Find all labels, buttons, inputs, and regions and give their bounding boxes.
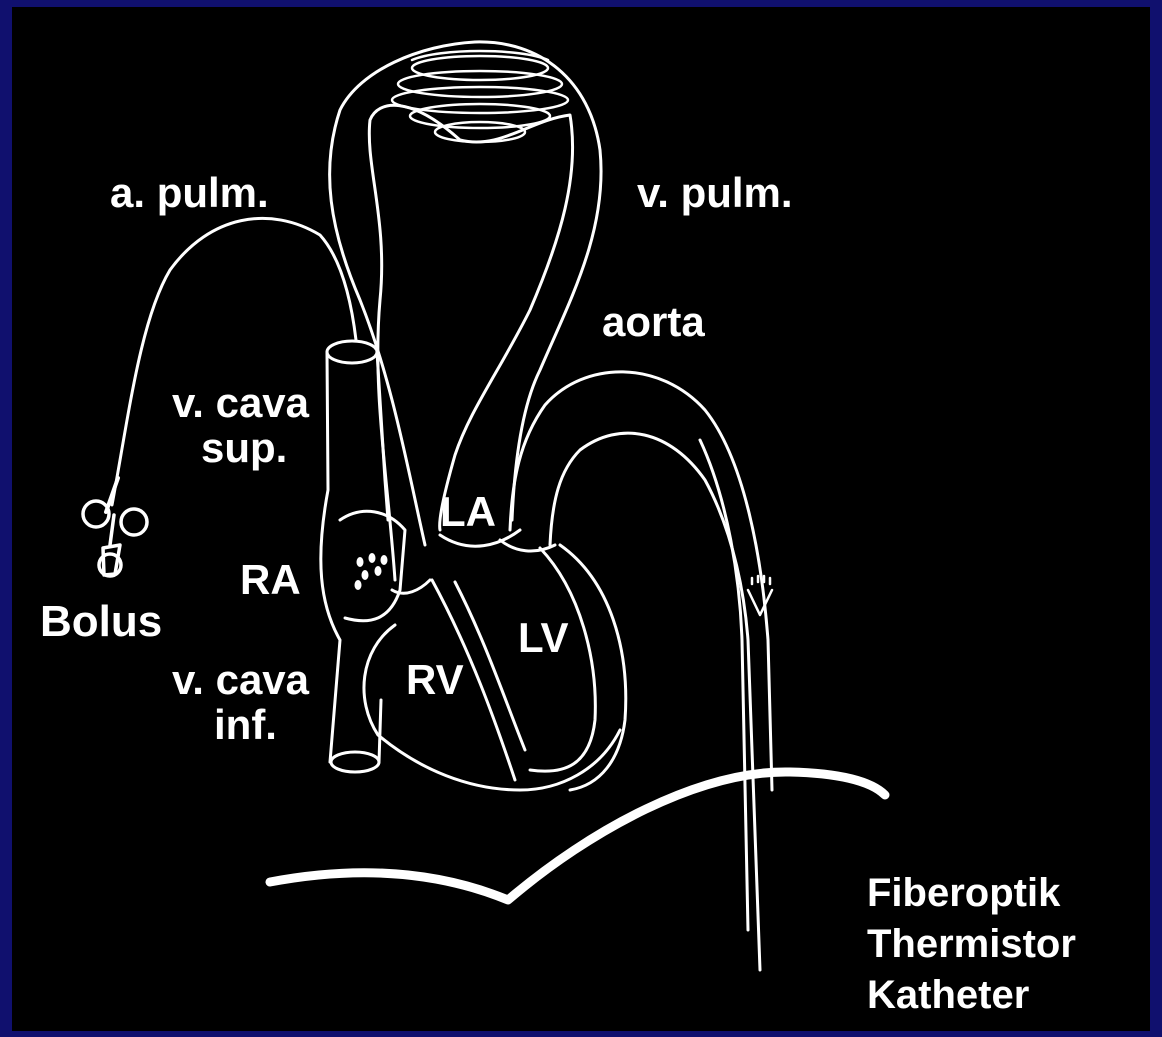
label-catheter-line2: Thermistor <box>867 919 1076 970</box>
right-atrium-droplets <box>355 553 388 590</box>
mitral-valve <box>500 540 555 551</box>
aorta-lumen <box>700 440 748 930</box>
label-v-cava-inf: v. cava inf. <box>172 657 309 748</box>
v-cava-left-wall <box>321 352 340 762</box>
aorta-inner <box>550 433 760 970</box>
thermistor-tip <box>748 576 772 615</box>
label-a-pulm: a. pulm. <box>110 170 269 215</box>
v-cava-inf-right-wall <box>379 700 381 762</box>
label-rv: RV <box>406 657 464 702</box>
tricuspid-valve <box>392 580 430 593</box>
label-aorta: aorta <box>602 299 705 344</box>
label-v-pulm: v. pulm. <box>637 170 793 215</box>
label-ra: RA <box>240 557 301 602</box>
label-v-cava-sup-line2: sup. <box>172 425 309 470</box>
label-v-cava-inf-line1: v. cava <box>172 657 309 702</box>
bolus-syringe-handle <box>83 501 147 576</box>
diagram-frame: a. pulm. v. pulm. aorta v. cava sup. LA … <box>12 7 1150 1031</box>
label-catheter-line3: Katheter <box>867 970 1076 1021</box>
v-cava-inf-opening <box>331 752 379 772</box>
label-la: LA <box>440 489 496 534</box>
label-v-cava-sup: v. cava sup. <box>172 380 309 471</box>
label-catheter: Fiberoptik Thermistor Katheter <box>867 868 1076 1020</box>
label-bolus: Bolus <box>40 598 162 646</box>
septum-right <box>455 582 525 750</box>
label-v-cava-inf-line2: inf. <box>172 702 309 747</box>
v-cava-sup-opening <box>327 341 377 363</box>
label-catheter-line1: Fiberoptik <box>867 868 1076 919</box>
label-v-cava-sup-line1: v. cava <box>172 380 309 425</box>
right-ventricle-wall <box>364 625 620 790</box>
diaphragm-line <box>270 772 885 900</box>
lung-capillary-bed <box>392 51 568 142</box>
label-lv: LV <box>518 615 569 660</box>
